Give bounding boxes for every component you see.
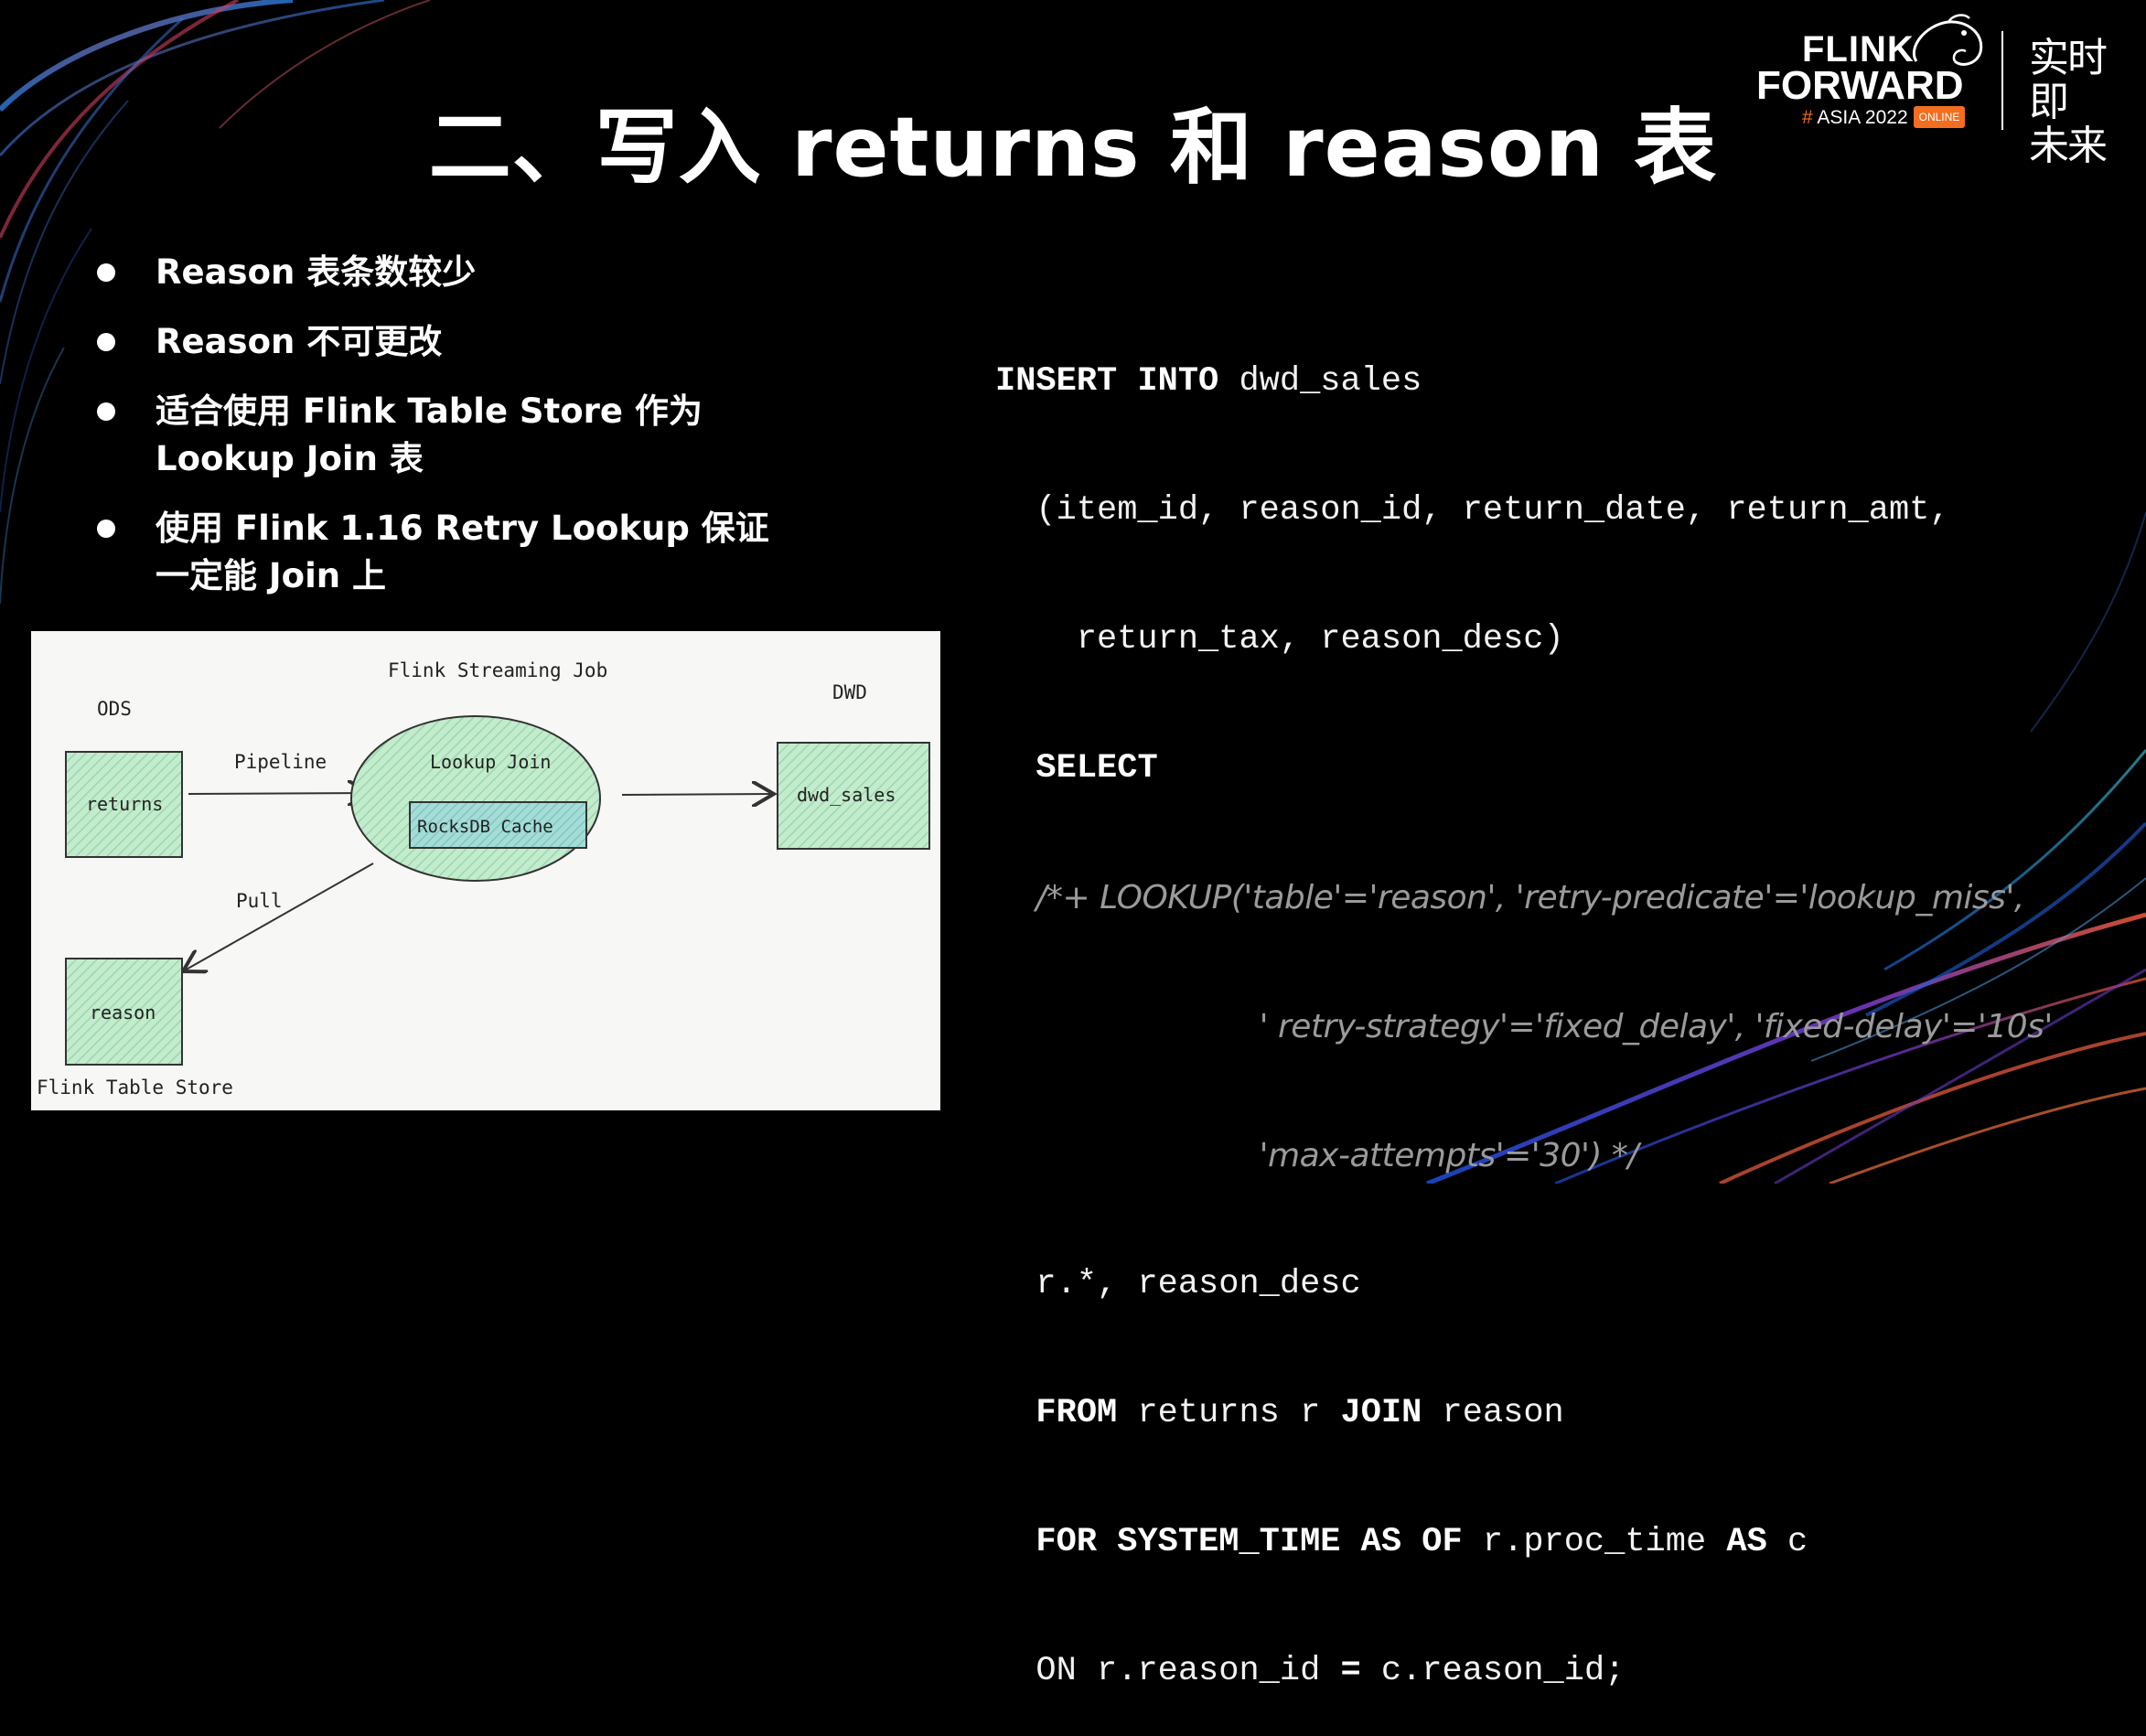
background-swirls xyxy=(0,0,2146,1184)
returns-label: returns xyxy=(86,793,163,815)
architecture-diagram: ODS Flink Streaming Job DWD returns Pipe… xyxy=(31,631,940,1110)
bullet-dot xyxy=(97,333,115,351)
pull-label: Pull xyxy=(236,890,283,912)
logo-hash: # xyxy=(1802,107,1813,128)
logo-line2: FORWARD xyxy=(1756,63,1964,108)
code-text: (item_id, reason_id, return_date, return… xyxy=(995,491,1950,530)
sql-code-block: INSERT INTO dwd_sales (item_id, reason_i… xyxy=(995,274,2130,1736)
lookup-join-ellipse xyxy=(350,715,601,882)
diagram-canvas: ODS Flink Streaming Job DWD returns Pipe… xyxy=(37,659,930,1098)
bullet-dot xyxy=(97,402,115,421)
code-text: returns r xyxy=(1117,1394,1341,1432)
code-comment: /*+ LOOKUP('table'='reason', 'retry-pred… xyxy=(1035,879,2024,916)
code-line: ' retry-strategy'='fixed_delay', 'fixed-… xyxy=(995,1005,2130,1048)
dwd-sales-box xyxy=(777,742,930,850)
code-text: ON r.reason_id xyxy=(1035,1652,1341,1690)
squirrel-icon xyxy=(1913,14,1983,66)
code-line: /*+ LOOKUP('table'='reason', 'retry-pred… xyxy=(995,876,2130,919)
code-line: FROM returns r JOIN reason xyxy=(995,1392,2130,1435)
bullet-line: 一定能 Join 上 xyxy=(156,556,386,595)
logo-event: ASIA 2022 xyxy=(1817,107,1908,128)
store-label: Flink Table Store xyxy=(37,1077,233,1098)
code-keyword: AS xyxy=(1726,1523,1767,1561)
code-line: INSERT INTO dwd_sales xyxy=(995,360,2130,403)
code-comment: ' retry-strategy'='fixed_delay', 'fixed-… xyxy=(1259,1008,2054,1045)
reason-box xyxy=(65,958,183,1066)
bullet-item: Reason 不可更改 xyxy=(91,318,787,366)
code-line: (item_id, reason_id, return_date, return… xyxy=(995,489,2130,532)
bullet-line: Reason 表条数较少 xyxy=(156,252,477,292)
code-keyword: JOIN xyxy=(1340,1394,1422,1432)
code-text: dwd_sales xyxy=(1218,362,1422,401)
code-text: c.reason_id; xyxy=(1360,1652,1626,1690)
code-line: FOR SYSTEM_TIME AS OF r.proc_time AS c xyxy=(995,1521,2130,1564)
code-text: return_tax, reason_desc) xyxy=(995,620,1564,659)
logo-cn-line1: 实时即 xyxy=(2029,35,2108,125)
code-line: return_tax, reason_desc) xyxy=(995,618,2130,661)
code-text: reason xyxy=(1422,1394,1564,1432)
bullet-list: Reason 表条数较少 Reason 不可更改 适合使用 Flink Tabl… xyxy=(91,249,787,622)
code-line: 'max-attempts'='30') */ xyxy=(995,1134,2130,1177)
code-text: r.proc_time xyxy=(1462,1523,1727,1561)
logo-chinese-slogan: 实时即 未来 xyxy=(2029,37,2111,168)
pull-arrow xyxy=(183,863,374,971)
rocksdb-cache-box xyxy=(409,801,587,849)
bullet-dot xyxy=(97,520,115,538)
code-keyword: FOR SYSTEM_TIME AS OF xyxy=(1035,1523,1463,1561)
code-keyword: SELECT xyxy=(1035,749,1158,788)
code-comment: 'max-attempts'='30') */ xyxy=(1259,1137,1639,1174)
bullet-line: Lookup Join 表 xyxy=(156,439,424,478)
lookup-join-label: Lookup Join xyxy=(430,751,551,773)
bullet-item: 适合使用 Flink Table Store 作为 Lookup Join 表 xyxy=(91,388,787,483)
bullet-dot xyxy=(97,263,115,282)
code-line: r.*, reason_desc xyxy=(995,1263,2130,1306)
dwd-label: DWD xyxy=(832,681,867,703)
bullet-line: Reason 不可更改 xyxy=(156,322,443,361)
job-label: Flink Streaming Job xyxy=(388,659,607,681)
logo-line1: FLINK xyxy=(1802,29,1915,70)
code-keyword: = xyxy=(1340,1652,1361,1690)
pipeline-arrow xyxy=(188,793,370,794)
bullet-item: Reason 表条数较少 xyxy=(91,249,787,296)
dwd-sales-label: dwd_sales xyxy=(797,784,896,806)
pipeline-label: Pipeline xyxy=(234,751,327,773)
code-line: ON r.reason_id = c.reason_id; xyxy=(995,1650,2130,1693)
online-badge: ONLINE xyxy=(1913,106,1966,128)
logo-divider xyxy=(2001,31,2003,130)
ods-label: ODS xyxy=(97,698,132,720)
code-text: r.*, reason_desc xyxy=(1035,1265,1361,1303)
rocksdb-label: RocksDB Cache xyxy=(417,817,553,837)
bullet-line: 使用 Flink 1.16 Retry Lookup 保证 xyxy=(156,509,769,548)
output-arrow xyxy=(621,794,774,795)
code-text: c xyxy=(1766,1523,1808,1561)
returns-box xyxy=(65,751,183,858)
logo-cn-line2: 未来 xyxy=(2029,123,2108,169)
code-line: SELECT xyxy=(995,747,2130,790)
slide-title: 二、写入 returns 和 reason 表 xyxy=(428,100,1718,196)
code-keyword: INSERT INTO xyxy=(995,362,1219,401)
code-keyword: FROM xyxy=(1035,1394,1118,1432)
bullet-line: 适合使用 Flink Table Store 作为 xyxy=(156,391,703,431)
reason-label: reason xyxy=(90,1002,156,1023)
bullet-item: 使用 Flink 1.16 Retry Lookup 保证一定能 Join 上 xyxy=(91,505,787,600)
